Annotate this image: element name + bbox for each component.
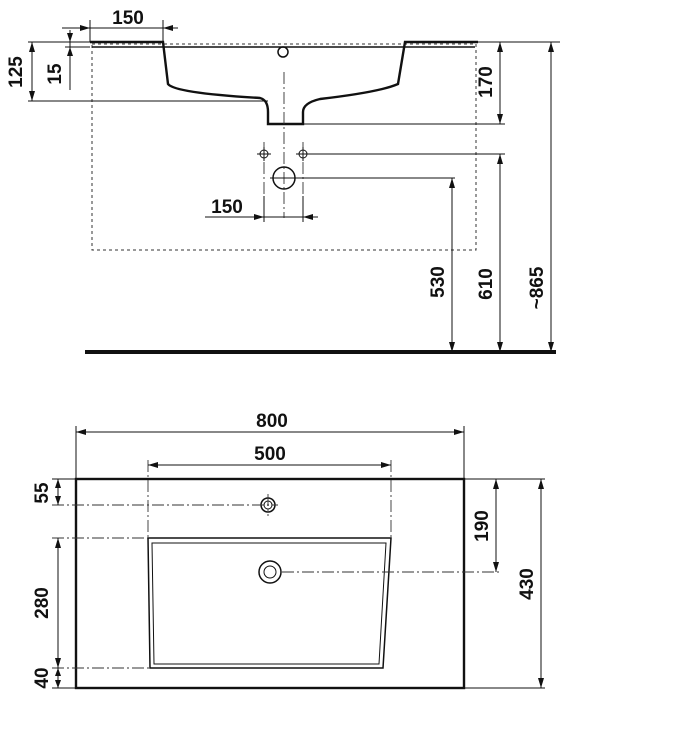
arrow-55-t: [55, 479, 61, 488]
arrow-430-t: [538, 479, 544, 489]
dim-125: 125: [6, 56, 27, 88]
arrow-150-top-l: [80, 25, 90, 31]
bowl-outline-plan: [147, 537, 392, 669]
side-view: 150 125 15 170 150 530 610: [6, 8, 560, 354]
arrow-610-b: [497, 342, 503, 352]
dim-55: 55: [32, 482, 53, 504]
arrow-170-t: [497, 42, 503, 52]
arrow-280-b: [55, 658, 61, 668]
dim-865: ~865: [527, 266, 548, 309]
dim-170: 170: [476, 66, 497, 98]
tap-hole-side: [277, 46, 289, 58]
arrow-280-t: [55, 538, 61, 548]
dim-610: 610: [476, 268, 497, 300]
arrow-40-t: [55, 668, 61, 676]
arrow-15-t: [67, 33, 73, 42]
arrow-610-t: [497, 154, 503, 164]
cabinet-outline: [91, 43, 477, 251]
basin-profile: [90, 40, 478, 126]
arrow-865-t: [548, 42, 554, 52]
arrow-15-b: [67, 47, 73, 56]
arrow-865-b: [548, 342, 554, 352]
arrow-800-r: [454, 429, 464, 435]
arrow-125-t: [29, 42, 35, 52]
plan-view: 800 500 55 280 40 190 430: [32, 411, 545, 690]
arrow-190-t: [493, 479, 499, 489]
arrow-150-top-r: [163, 25, 173, 31]
waste-outlet-plan-inner: [263, 565, 277, 579]
dim-15: 15: [45, 63, 66, 85]
dim-150-top: 150: [112, 8, 144, 29]
bowl-inner-plan: [151, 542, 387, 665]
dim-430: 430: [517, 568, 538, 600]
arrow-170-b: [497, 114, 503, 124]
arrow-125-b: [29, 91, 35, 101]
arrow-800-l: [76, 429, 86, 435]
dim-800: 800: [256, 411, 288, 432]
arrow-500-r: [381, 462, 391, 468]
arrow-430-b: [538, 678, 544, 688]
dim-280: 280: [32, 587, 53, 619]
arrow-530-b: [449, 342, 455, 352]
arrow-150-holes-l: [254, 214, 264, 220]
basin-outline-plan: [74, 477, 466, 690]
dim-150-holes: 150: [211, 197, 243, 218]
arrow-530-t: [449, 178, 455, 188]
dim-500: 500: [254, 444, 286, 465]
waste-outlet-plan: [258, 560, 282, 584]
dim-530: 530: [428, 266, 449, 298]
arrow-150-holes-r: [303, 214, 313, 220]
arrow-190-b: [493, 562, 499, 572]
arrow-55-b: [55, 496, 61, 505]
dim-190: 190: [472, 510, 493, 542]
arrow-500-l: [148, 462, 158, 468]
dim-40: 40: [32, 667, 53, 688]
arrow-40-b: [55, 680, 61, 688]
